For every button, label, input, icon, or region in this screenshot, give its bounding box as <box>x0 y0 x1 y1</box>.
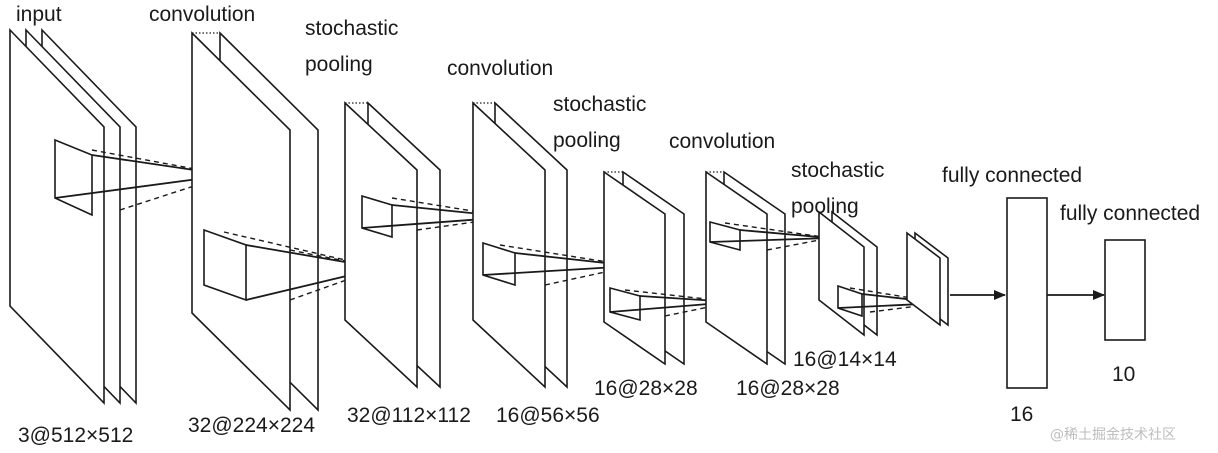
conv3-to-pool3-projection <box>709 222 831 251</box>
pool2-title-line1: stochastic <box>553 93 647 116</box>
fc1-box <box>1006 197 1048 389</box>
conv1-size-label: 32@224×224 <box>188 414 316 437</box>
pool1-title-line1: stochastic <box>305 17 399 40</box>
conv2-stack <box>472 101 568 389</box>
final-plane-1 <box>906 231 941 327</box>
input-plane-1 <box>9 28 105 405</box>
pool2-plane-1 <box>603 170 666 366</box>
fc2-title: fully connected <box>1060 202 1201 225</box>
conv1-plane-1 <box>191 31 291 412</box>
conv2-plane-1 <box>472 101 546 389</box>
conv1-title: convolution <box>149 3 256 26</box>
conv3-size-label: 16@28×28 <box>736 377 840 400</box>
fc1-size-label: 16 <box>1010 403 1034 426</box>
pool1-plane-1 <box>344 101 418 389</box>
pool1-title-line2: pooling <box>305 53 373 76</box>
pool3-title-line2: pooling <box>791 195 859 218</box>
conv1-stack <box>191 31 319 412</box>
pool2-title-line2: pooling <box>553 129 621 152</box>
pool2-size-label: 16@28×28 <box>594 377 698 400</box>
conv3-plane-1 <box>705 170 768 366</box>
input-title: input <box>16 3 62 26</box>
pool3-plane-1 <box>818 210 865 337</box>
pool3-size-label: 16@14×14 <box>793 348 897 371</box>
fc2-size-label: 10 <box>1112 363 1136 386</box>
pool3-title-line1: stochastic <box>791 159 885 182</box>
conv2-size-label: 16@56×56 <box>496 404 600 427</box>
watermark: @稀土掘金技术社区 <box>1050 427 1176 443</box>
input-size-label: 3@512×512 <box>18 424 134 447</box>
pool1-stack <box>344 101 441 389</box>
pool1-size-label: 32@112×112 <box>347 404 471 427</box>
conv3-title: convolution <box>669 130 776 153</box>
fc2-box <box>1104 239 1146 341</box>
fc1-title: fully connected <box>942 164 1083 187</box>
conv3-window <box>709 220 741 252</box>
conv3-stack <box>705 170 786 366</box>
pool3-stack <box>818 210 878 337</box>
pool2-stack <box>603 170 685 366</box>
input-stack <box>9 28 137 405</box>
final-feature-stack <box>906 231 949 327</box>
conv2-title: convolution <box>447 57 554 80</box>
